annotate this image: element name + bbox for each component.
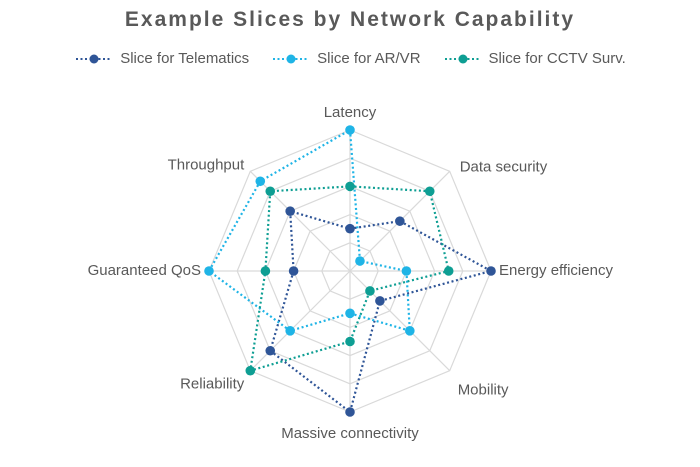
axis-label-7: Throughput (168, 156, 246, 173)
axis-label-3: Mobility (458, 382, 509, 399)
series-0-point-3 (375, 296, 385, 306)
axis-label-5: Reliability (180, 376, 245, 393)
legend-item-cctv[interactable]: Slice for CCTV Surv. (443, 50, 626, 67)
axis-label-0: Latency (324, 104, 377, 121)
legend-item-telematics[interactable]: Slice for Telematics (74, 50, 249, 67)
legend-marker-arvr (273, 54, 310, 63)
series-0-point-0 (345, 223, 355, 234)
axis-label-1: Data security (460, 158, 548, 175)
series-1-point-4 (345, 308, 355, 319)
series-2-point-6 (260, 266, 271, 276)
legend-item-arvr[interactable]: Slice for AR/VR (271, 50, 421, 67)
series-0-point-1 (395, 216, 405, 226)
legend-marker-cctv (444, 54, 481, 63)
legend-label-cctv: Slice for CCTV Surv. (488, 50, 626, 67)
series-2-point-2 (443, 266, 454, 276)
series-line-2 (248, 185, 451, 373)
series-1-point-0 (345, 125, 355, 135)
series-2-point-1 (424, 186, 435, 197)
series-0-point-5 (265, 345, 276, 356)
series-2-point-3 (365, 286, 375, 296)
axis-label-2: Energy efficiency (499, 262, 613, 279)
series-1-point-6 (204, 266, 214, 276)
chart-title: Example Slices by Network Capability (124, 8, 576, 31)
series-1-point-3 (405, 326, 415, 336)
series-2-point-4 (345, 336, 355, 347)
series-1-point-5 (285, 326, 295, 336)
series-2-point-0 (345, 181, 355, 192)
legend-label-telematics: Slice for Telematics (120, 50, 250, 67)
series-1-point-1 (355, 256, 365, 266)
series-line-1 (207, 128, 412, 333)
series-2-point-5 (245, 365, 256, 376)
series-0-point-7 (285, 206, 295, 216)
legend-marker-telematics (76, 54, 113, 63)
series-1-point-7 (255, 176, 266, 187)
series-line-0 (268, 209, 494, 414)
legend: Slice for Telematics Slice for AR/VR Sli… (0, 50, 700, 67)
series-2-point-7 (265, 186, 276, 197)
axis-label-4: Massive connectivity (281, 425, 419, 442)
axis-label-6: Guaranteed QoS (88, 262, 201, 279)
series-1-point-2 (401, 266, 412, 276)
series-0-point-6 (288, 266, 299, 276)
series-0-point-2 (486, 266, 496, 276)
series-0-point-4 (345, 407, 355, 417)
legend-label-arvr: Slice for AR/VR (317, 50, 421, 67)
